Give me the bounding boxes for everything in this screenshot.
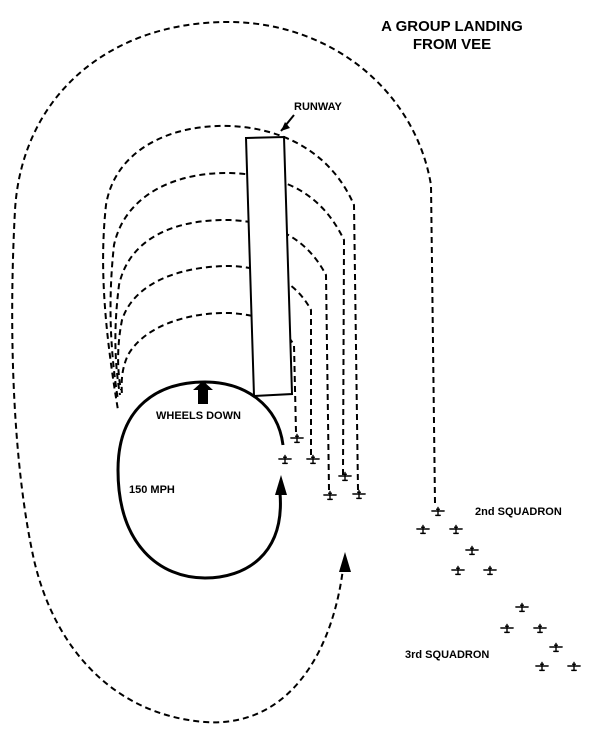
airplane-icon xyxy=(483,565,497,576)
wheels-down-label: WHEELS DOWN xyxy=(156,410,241,422)
airplane-icon xyxy=(451,565,465,576)
airplane-icon xyxy=(278,454,292,465)
approach-loop-1 xyxy=(102,124,359,491)
airplane-icon xyxy=(465,545,479,556)
airplane-icon xyxy=(306,454,320,465)
squadron-2-label: 2nd SQUADRON xyxy=(475,506,562,518)
airplane-icon xyxy=(533,623,547,634)
runway-label: RUNWAY xyxy=(294,101,342,113)
circuit-arrowhead-icon xyxy=(275,475,287,495)
airplane-icon xyxy=(416,524,430,535)
airplane-icon xyxy=(567,661,581,672)
outer-pattern-path xyxy=(11,20,436,724)
airplane-icon xyxy=(352,489,366,500)
airplane-icon xyxy=(515,602,529,613)
speed-label: 150 MPH xyxy=(129,484,175,496)
airplane-icon xyxy=(338,471,352,482)
approach-loop-2 xyxy=(109,171,346,476)
title-line-2: FROM VEE xyxy=(412,36,492,53)
airplane-icon xyxy=(500,623,514,634)
airplane-icon xyxy=(290,433,304,444)
runway-pointer-head xyxy=(281,122,290,131)
airplane-icon xyxy=(535,661,549,672)
wheels-down-block-arrow-icon xyxy=(193,381,213,404)
outer-arrowhead-icon xyxy=(339,552,351,572)
diagram-title: A GROUP LANDING FROM VEE xyxy=(372,18,532,54)
airplane-icon xyxy=(449,524,463,535)
approach-loop-3 xyxy=(114,218,330,491)
airplane-icon xyxy=(549,642,563,653)
approach-loop-5 xyxy=(120,311,297,433)
squadron-3-label: 3rd SQUADRON xyxy=(405,649,490,661)
airplane-icon xyxy=(431,506,445,517)
airplane-icon xyxy=(323,490,337,501)
runway xyxy=(244,135,294,398)
title-line-1: A GROUP LANDING xyxy=(381,18,523,35)
landing-circuit xyxy=(116,380,285,580)
